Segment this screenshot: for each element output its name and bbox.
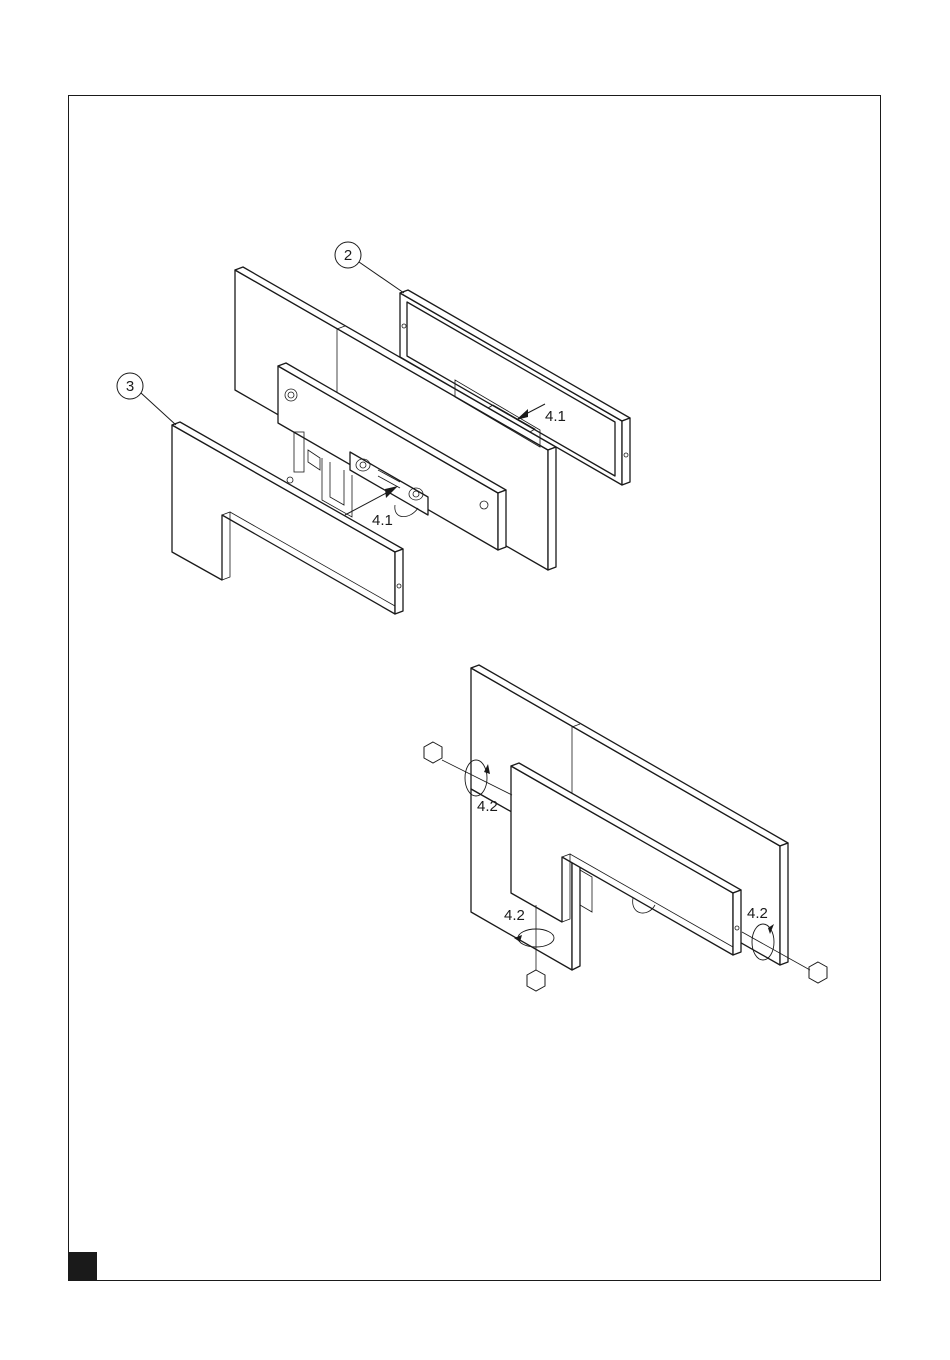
callout-3-label: 3 <box>126 378 134 395</box>
exploded-view-top: 2 3 4.1 4.1 <box>117 242 630 614</box>
assembled-view-bottom: 4.2 4.2 4.2 <box>424 665 827 991</box>
step-4-2-right-label: 4.2 <box>747 905 768 922</box>
callout-3: 3 <box>117 373 176 425</box>
step-4-1-bottom-label: 4.1 <box>372 512 393 529</box>
step-4-2-bottom-label: 4.2 <box>504 907 525 924</box>
callout-2-label: 2 <box>344 247 352 264</box>
step-4-1-top-label: 4.1 <box>545 408 566 425</box>
callout-2: 2 <box>335 242 404 293</box>
step-4-2-left-label: 4.2 <box>477 798 498 815</box>
